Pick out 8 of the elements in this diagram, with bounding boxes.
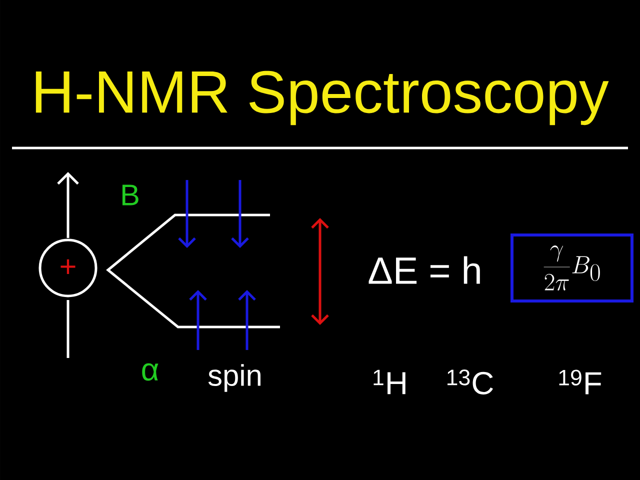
isotope-label: $^{13}$C <box>448 370 493 394</box>
title: H-NMR Spectroscopy <box>36 70 609 126</box>
isotope-label: $^{1}$H <box>374 370 406 394</box>
field-label: B <box>122 184 138 206</box>
alpha-label: α <box>142 363 158 381</box>
isotope-label: $^{19}$F <box>559 370 602 394</box>
spin-label: spin <box>208 364 260 392</box>
formula-box: $\frac{\gamma}{2\pi}B_0$ <box>510 234 634 302</box>
